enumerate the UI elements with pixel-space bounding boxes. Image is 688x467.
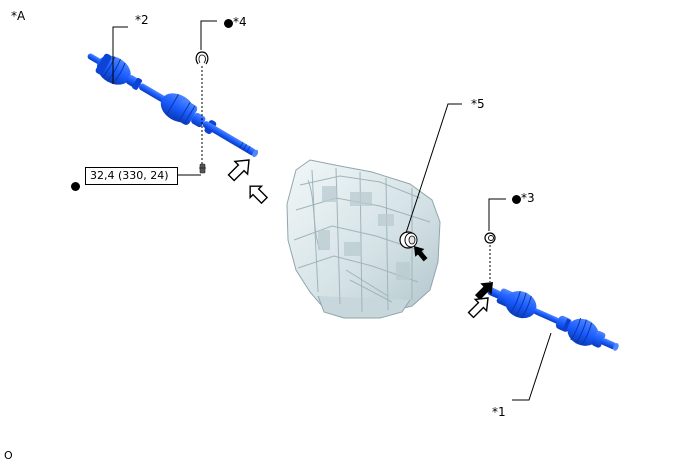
callout-4: *4: [233, 15, 247, 29]
install-direction-arrow-icon-2: [467, 297, 489, 319]
non-reusable-dot-icon: [71, 182, 80, 191]
oil-seal-5: [399, 231, 418, 249]
snap-ring-3: [484, 232, 496, 244]
install-direction-arrow-icon: [249, 185, 269, 205]
snap-ring-4: [195, 51, 209, 65]
leader-line-5: [405, 103, 462, 234]
leader-line-1: [512, 332, 552, 401]
callout-3: *3: [521, 191, 535, 205]
drive-shaft-left: [487, 287, 619, 351]
non-reusable-dot-icon: [224, 19, 233, 28]
callout-2: *2: [135, 13, 149, 27]
bolt-icon: [199, 163, 206, 174]
leader-line-2: [112, 26, 128, 84]
callout-5: *5: [471, 97, 485, 111]
footer-code: O: [4, 449, 13, 462]
insert-point-arrow-icon: [414, 246, 428, 262]
transaxle-assembly: [286, 159, 441, 319]
callout-1: *1: [492, 405, 506, 419]
leader-line-4: [200, 20, 217, 50]
leader-line-3: [488, 198, 506, 231]
non-reusable-dot-icon: [512, 195, 521, 204]
view-label: *A: [11, 9, 26, 23]
drive-shaft-right: [87, 53, 259, 158]
torque-spec-box: 32,4 (330, 24): [85, 167, 178, 185]
insert-point-arrow-icon-2: [474, 282, 493, 301]
outline-arrow-icon-right-shaft: [227, 159, 250, 182]
